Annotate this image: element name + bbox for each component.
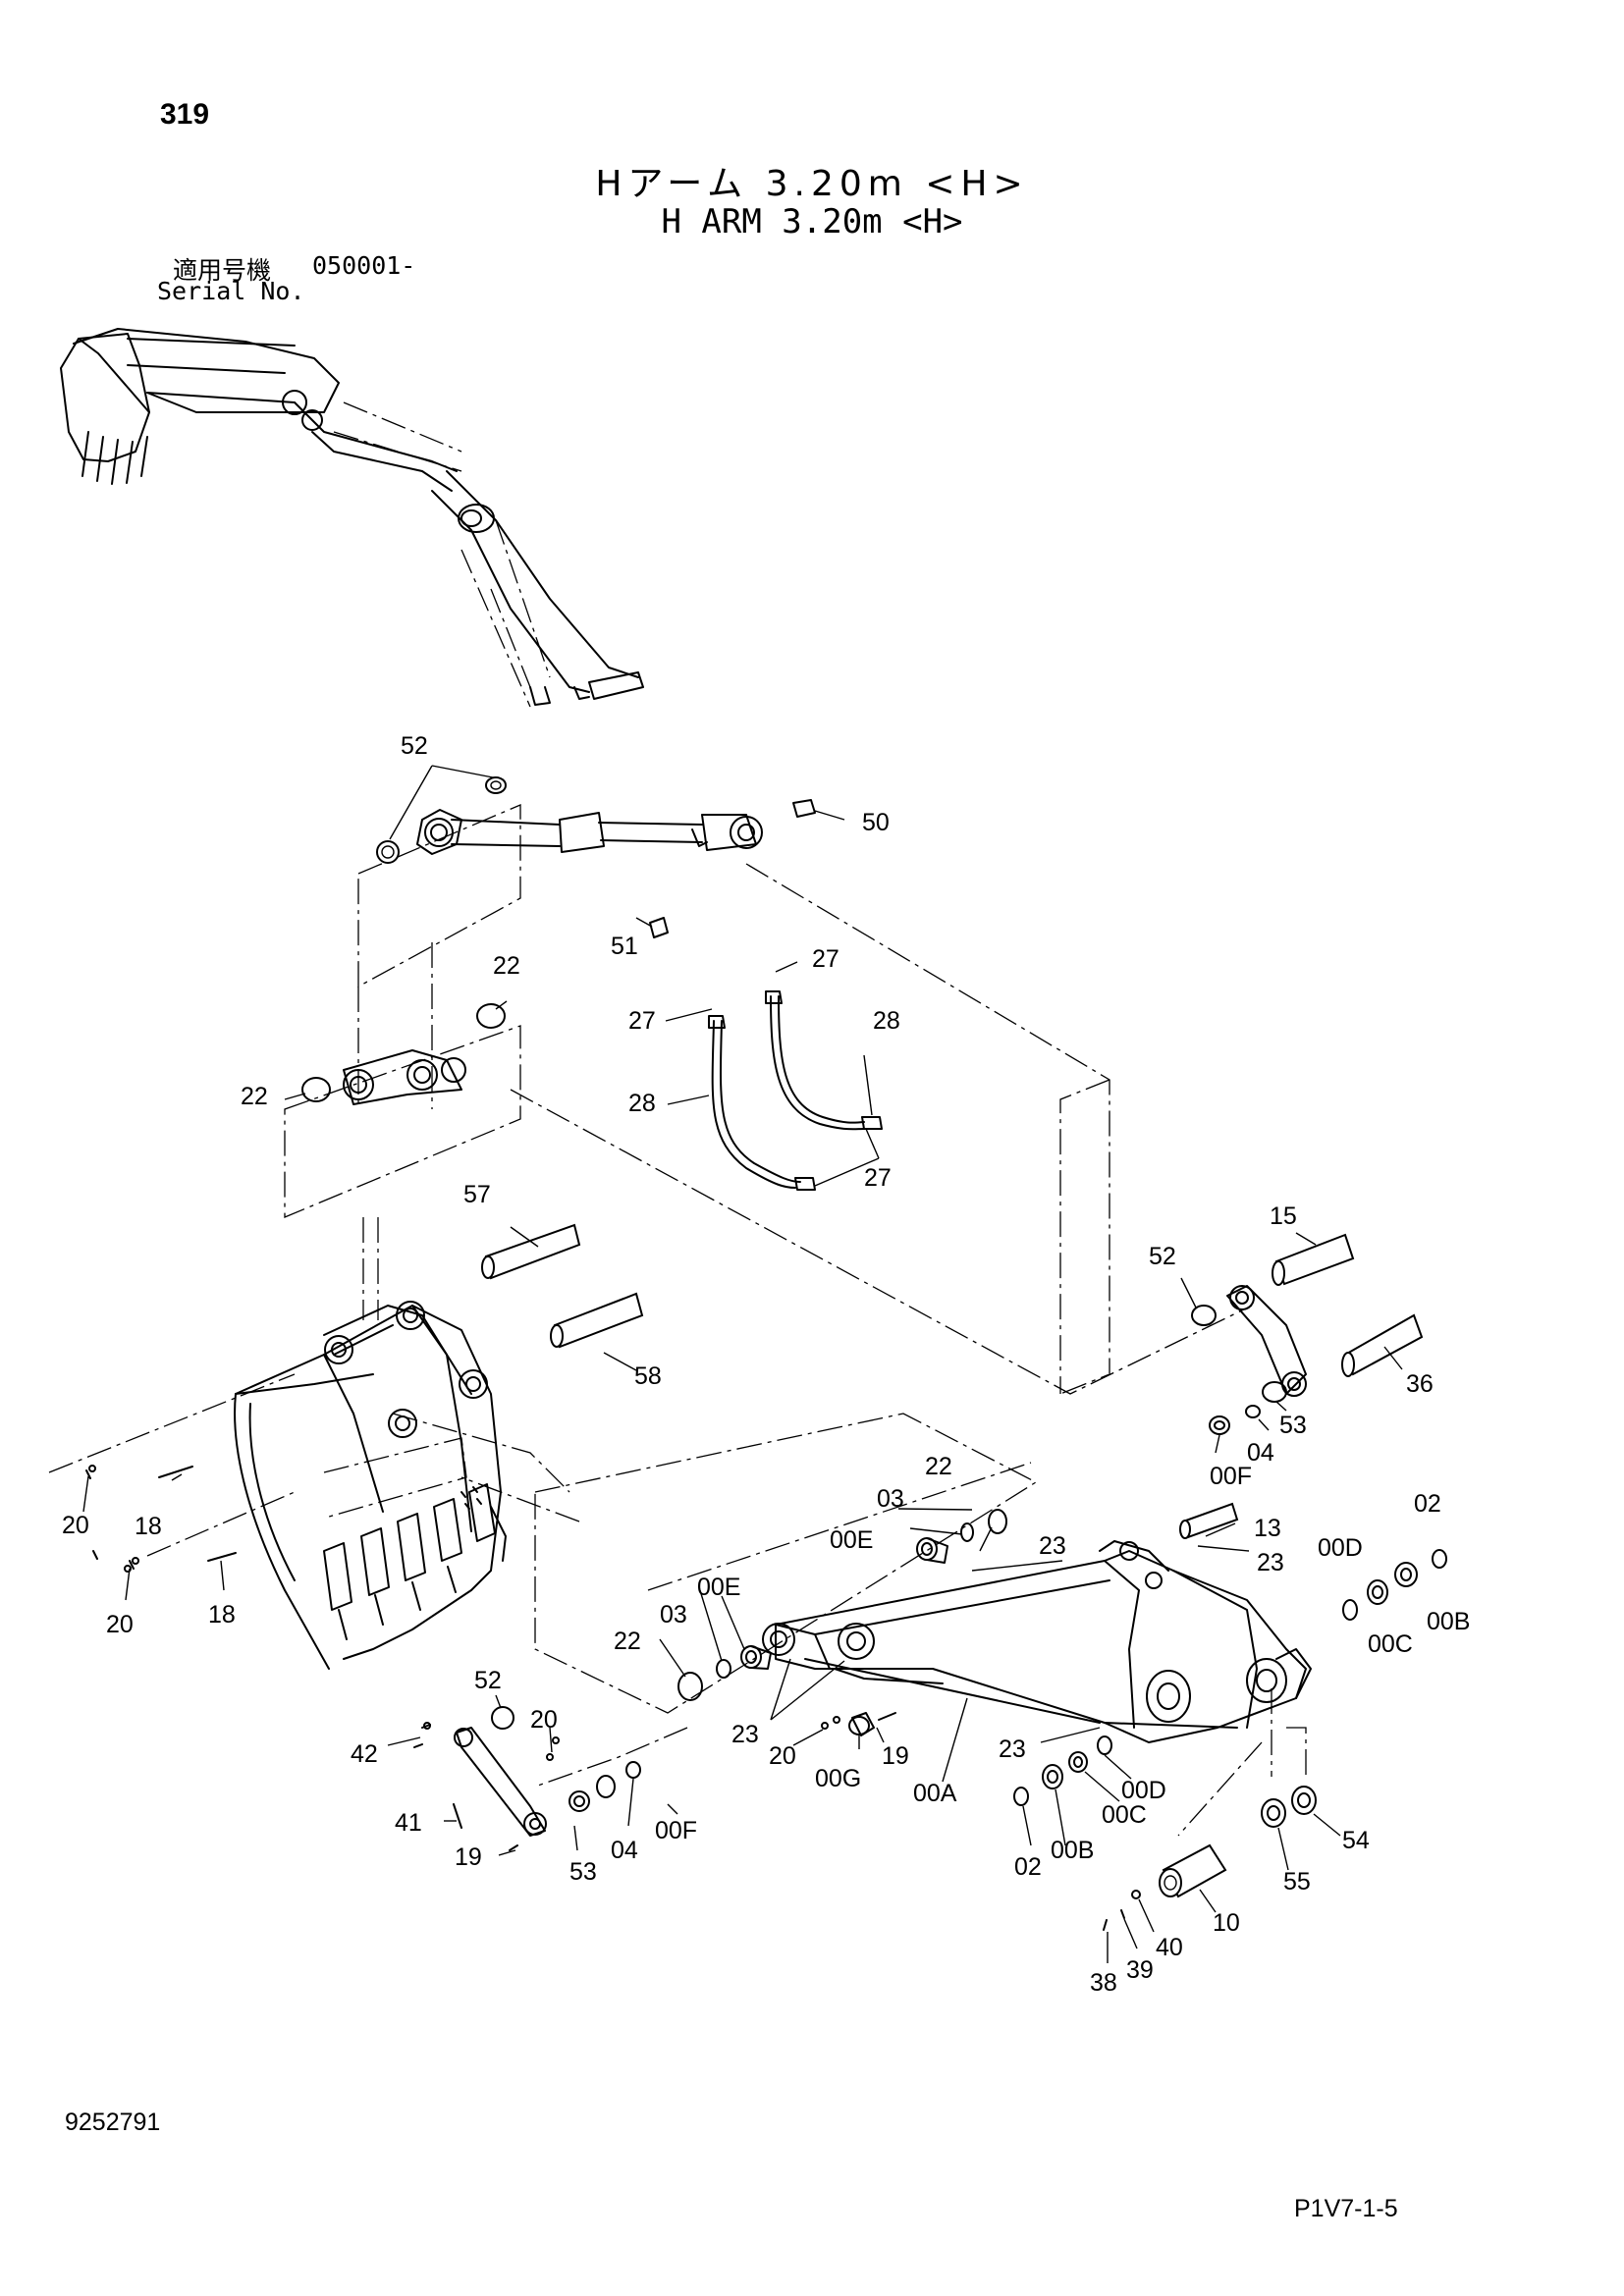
serial-number-range: 050001- xyxy=(312,251,416,280)
callout-label: 00D xyxy=(1121,1777,1166,1804)
callout-label: 51 xyxy=(611,933,638,960)
callout-label: 15 xyxy=(1270,1202,1297,1230)
callout-label: 00F xyxy=(655,1817,697,1844)
page-number: 319 xyxy=(160,98,210,131)
bucket xyxy=(234,1301,507,1670)
serial-label-japanese: 適用号機 xyxy=(173,256,272,285)
arm-cylinder xyxy=(376,776,816,938)
callout-label: 22 xyxy=(614,1628,641,1655)
callout-label: 10 xyxy=(1213,1909,1240,1937)
excavator-overview-illustration xyxy=(60,328,644,708)
callout-label: 39 xyxy=(1126,1956,1154,1984)
callout-label: 20 xyxy=(769,1742,796,1770)
callout-label: 23 xyxy=(999,1735,1026,1763)
callout-label: 03 xyxy=(877,1485,904,1513)
callout-label: 02 xyxy=(1014,1853,1042,1881)
callout-label: 58 xyxy=(634,1362,662,1390)
callout-label: 00G xyxy=(815,1765,861,1792)
callout-label: 00A xyxy=(913,1780,957,1807)
callout-label: 27 xyxy=(864,1164,892,1192)
arm-body xyxy=(762,1540,1312,1743)
callout-label: 27 xyxy=(628,1007,656,1035)
callout-label: 57 xyxy=(463,1181,491,1208)
callout-leader-lines xyxy=(82,765,1403,1963)
callout-label: 04 xyxy=(1247,1439,1274,1467)
callout-label: 18 xyxy=(208,1601,236,1629)
boom-pin-set xyxy=(1103,1786,1317,1931)
arm-link xyxy=(1191,1233,1424,1435)
side-cutter-pins xyxy=(85,1465,237,1573)
callout-label: 19 xyxy=(455,1843,482,1871)
bucket-pins xyxy=(481,1223,644,1349)
callout-label: 36 xyxy=(1406,1370,1434,1398)
callout-label: 20 xyxy=(106,1611,134,1638)
callout-label: 23 xyxy=(1039,1532,1066,1560)
arm-boom-pin-bushing-set xyxy=(1013,1735,1112,1806)
arm-upper-pin-set xyxy=(916,1502,1447,1621)
callout-label: 27 xyxy=(812,945,839,973)
bucket-link xyxy=(301,1003,506,1105)
arm-bottom-bolt-set xyxy=(821,1712,896,1736)
callout-label: 13 xyxy=(1254,1515,1281,1542)
callout-label: 00B xyxy=(1051,1837,1094,1864)
serial-label-english: Serial No. xyxy=(157,277,305,305)
document-number: 9252791 xyxy=(65,2109,161,2136)
callout-label: 52 xyxy=(1149,1243,1176,1270)
callout-label: 38 xyxy=(1090,1969,1117,1997)
callout-label: 40 xyxy=(1156,1934,1183,1961)
callout-label: 04 xyxy=(611,1837,638,1864)
callout-label: 00C xyxy=(1368,1630,1413,1658)
callout-label: 00E xyxy=(697,1574,740,1601)
callout-label: 53 xyxy=(1279,1412,1307,1439)
title-japanese: Hアーム 3.20m <H> xyxy=(595,164,1029,204)
callout-label: 50 xyxy=(862,809,890,836)
callout-label: 52 xyxy=(474,1667,502,1694)
callout-label: 00B xyxy=(1427,1608,1470,1635)
hydraulic-hoses xyxy=(708,990,883,1191)
arm-tip-bushing-set xyxy=(413,1645,772,1851)
callout-label: 02 xyxy=(1414,1490,1441,1518)
callout-label: 18 xyxy=(135,1513,162,1540)
title-english: H ARM 3.20m <H> xyxy=(661,202,963,241)
callout-labels: 52 50 51 27 22 27 28 22 28 27 57 15 52 5… xyxy=(62,732,1470,1997)
callout-label: 00E xyxy=(830,1526,873,1554)
callout-label: 41 xyxy=(395,1809,422,1837)
callout-label: 00C xyxy=(1102,1801,1147,1829)
callout-label: 42 xyxy=(351,1740,378,1768)
callout-label: 00F xyxy=(1210,1463,1252,1490)
callout-label: 03 xyxy=(660,1601,687,1629)
callout-label: 28 xyxy=(628,1090,656,1117)
callout-label: 54 xyxy=(1342,1827,1370,1854)
callout-label: 52 xyxy=(401,732,428,760)
callout-label: 20 xyxy=(530,1706,558,1734)
callout-label: 53 xyxy=(569,1858,597,1886)
assembly-phantom-lines xyxy=(48,804,1307,1837)
callout-label: 19 xyxy=(882,1742,909,1770)
callout-label: 28 xyxy=(873,1007,900,1035)
callout-label: 22 xyxy=(925,1453,952,1480)
callout-label: 22 xyxy=(241,1083,268,1110)
callout-label: 00D xyxy=(1318,1534,1363,1562)
callout-label: 55 xyxy=(1283,1868,1311,1896)
callout-label: 23 xyxy=(731,1721,759,1748)
callout-label: 23 xyxy=(1257,1549,1284,1576)
callout-label: 20 xyxy=(62,1512,89,1539)
callout-label: 22 xyxy=(493,952,520,980)
reference-code: P1V7-1-5 xyxy=(1294,2195,1398,2222)
